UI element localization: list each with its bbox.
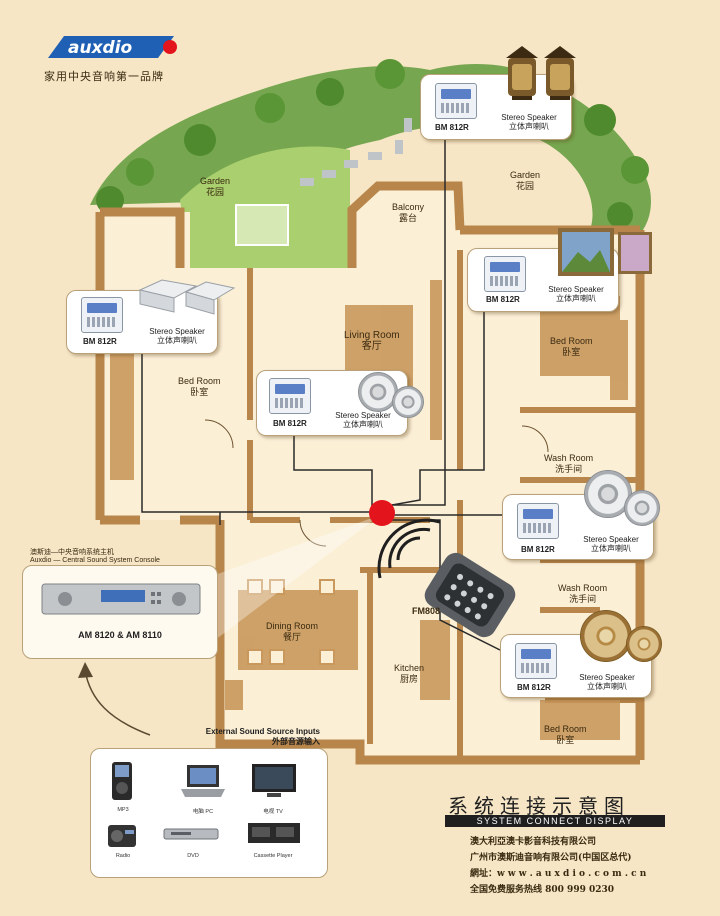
- zone-model: BM 812R: [83, 337, 117, 346]
- source-label-tv: 电视 TV: [263, 809, 283, 815]
- wall-panel-icon: [435, 83, 477, 119]
- cassette-player-icon: [248, 823, 300, 843]
- source-label-dvd: DVD: [187, 853, 199, 859]
- source-label-pc: 电脑 PC: [192, 809, 214, 815]
- zone-model: BM 812R: [517, 683, 551, 692]
- wall-panel-icon: [269, 378, 311, 414]
- auxdio-logo: auxdio: [48, 36, 177, 58]
- box-speaker-icon: [138, 279, 236, 315]
- brand-tagline: 家用中央音响第一品牌: [44, 71, 164, 83]
- wall-panel-icon: [517, 503, 559, 539]
- remote-control: [424, 552, 516, 638]
- zone-model: BM 812R: [435, 123, 469, 132]
- external-sources-card: MP3 电脑 PC 电视 TV Radio DVD Cassette Playe…: [90, 748, 328, 878]
- zone-model: BM 812R: [521, 545, 555, 554]
- company-hotline: 全国免费服务热线 800 999 0230: [470, 885, 615, 895]
- dvd-player-icon: [163, 828, 219, 840]
- source-label-cassette: Cassette Player: [253, 853, 293, 859]
- company-website: 網址：w w w . a u x d i o . c o m . c n: [470, 869, 647, 879]
- laptop-icon: [181, 765, 225, 797]
- wall-panel-icon: [81, 297, 123, 333]
- mp3-player-icon: [112, 762, 132, 800]
- console-title: 澳斯迪—中央音响系统主机 Auxdio — Central Sound Syst…: [30, 549, 160, 564]
- zone-model: BM 812R: [486, 295, 520, 304]
- external-sources-title: External Sound Source Inputs 外部音源输入: [205, 727, 320, 746]
- diagram-title-cn: 系统连接示意图: [448, 794, 630, 818]
- console-card: AM 8120 & AM 8110: [22, 565, 218, 659]
- diagram-title-en: SYSTEM CONNECT DISPLAY: [445, 815, 665, 827]
- source-label-radio: Radio: [115, 853, 131, 859]
- ceiling-speaker-icon: [358, 372, 398, 412]
- ceiling-speaker-icon: [580, 610, 632, 662]
- company-name-2: 广州市澳斯迪音响有限公司(中国区总代): [470, 853, 632, 863]
- radio-icon: [108, 825, 136, 847]
- source-label-mp3: MP3: [117, 807, 129, 813]
- lantern-speaker-icon: [506, 46, 576, 100]
- wall-panel-icon: [484, 256, 526, 292]
- ceiling-speaker-icon: [624, 490, 660, 526]
- picture-speaker-icon: [558, 228, 652, 276]
- remote-label: FM808: [412, 606, 441, 616]
- ceiling-speaker-icon: [626, 626, 662, 662]
- zone-model: BM 812R: [273, 419, 307, 428]
- amplifier-icon: [41, 583, 201, 615]
- tv-icon: [252, 764, 296, 797]
- ceiling-speaker-icon: [392, 386, 424, 418]
- company-name-1: 澳大利亞澳卡影音科技有限公司: [470, 837, 597, 847]
- house-floor: [100, 186, 640, 760]
- wall-panel-icon: [515, 643, 557, 679]
- central-hub: [369, 500, 395, 526]
- svg-text:auxdio: auxdio: [68, 38, 133, 58]
- console-models: AM 8120 & AM 8110: [78, 630, 162, 640]
